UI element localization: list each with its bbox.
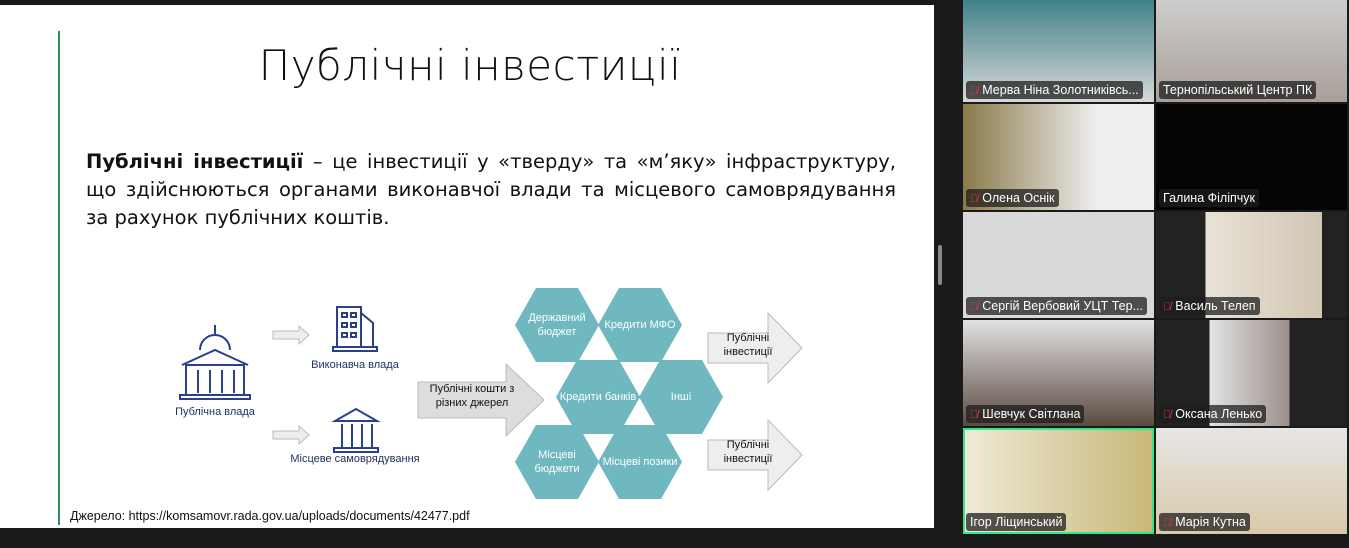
out-arrow-shape-2 xyxy=(707,418,803,492)
participant-name: 🎙̸Мерва Ніна Золотниківсь... xyxy=(966,81,1143,99)
muted-mic-icon: 🎙̸ xyxy=(970,193,979,205)
hex-bank-loans: Кредити банків xyxy=(556,360,640,434)
participant-name-text: Олена Оснік xyxy=(982,191,1055,205)
panel-resize-handle[interactable] xyxy=(938,245,942,285)
muted-mic-icon: 🎙̸ xyxy=(970,301,979,313)
label-local-gov: Місцеве самоврядування xyxy=(290,453,420,465)
participant-name: 🎙̸Марія Кутна xyxy=(1159,513,1250,531)
muted-mic-icon: 🎙̸ xyxy=(1163,409,1172,421)
participant-name-text: Василь Телеп xyxy=(1175,299,1256,313)
diagram-graphics xyxy=(179,306,803,492)
funds-arrow-shape xyxy=(417,362,545,438)
label-out-1: Публічні інвестиції xyxy=(723,332,773,358)
out-arrow-shape-1 xyxy=(707,311,803,385)
arrow-small-2 xyxy=(272,424,310,446)
participant-tile[interactable]: 🎙̸Василь Телеп xyxy=(1156,212,1347,318)
muted-mic-icon: 🎙̸ xyxy=(970,85,979,97)
definition-body: – це інвестиції у «тверду» та «м’яку» ін… xyxy=(86,150,897,229)
capitol-icon xyxy=(179,325,251,400)
participant-tile[interactable]: Ігор Ліщинський xyxy=(963,428,1154,534)
participant-tile[interactable]: 🎙̸Сергій Вербовий УЦТ Тер... xyxy=(963,212,1154,318)
hex-local-loans: Місцеві позики xyxy=(598,425,682,499)
participant-name: 🎙̸Шевчук Світлана xyxy=(966,405,1085,423)
participant-tile[interactable]: 🎙̸Мерва Ніна Золотниківсь... xyxy=(963,0,1154,102)
label-public-authority: Публічна влада xyxy=(175,406,255,418)
participant-name-text: Сергій Вербовий УЦТ Тер... xyxy=(982,299,1143,313)
participant-name: 🎙̸Олена Оснік xyxy=(966,189,1059,207)
participant-tile[interactable]: 🎙̸Шевчук Світлана xyxy=(963,320,1154,426)
label-out-2: Публічні інвестиції xyxy=(723,439,773,465)
muted-mic-icon: 🎙̸ xyxy=(970,409,979,421)
slide-title: Публічні інвестиції xyxy=(258,41,682,90)
definition-text: Публічні інвестиції – це інвестиції у «т… xyxy=(86,148,896,232)
participant-tile[interactable]: 🎙̸Оксана Ленько xyxy=(1156,320,1347,426)
hex-local-budgets: Місцеві бюджети xyxy=(515,425,599,499)
participant-name-text: Мерва Ніна Золотниківсь... xyxy=(982,83,1139,97)
hex-ifi-loans: Кредити МФО xyxy=(598,288,682,362)
columns-building-icon xyxy=(331,407,381,453)
label-executive: Виконавча влада xyxy=(311,359,399,371)
participant-name-text: Галина Філіпчук xyxy=(1163,191,1255,205)
accent-line xyxy=(58,31,60,525)
muted-mic-icon: 🎙̸ xyxy=(1163,517,1172,529)
participant-tile[interactable]: Галина Філіпчук xyxy=(1156,104,1347,210)
arrow-small-1 xyxy=(272,324,310,346)
participant-name: 🎙̸Сергій Вербовий УЦТ Тер... xyxy=(966,297,1147,315)
office-building-icon xyxy=(332,306,378,352)
participant-name-text: Марія Кутна xyxy=(1175,515,1246,529)
hex-state-budget: Державний бюджет xyxy=(515,288,599,362)
participant-name: 🎙̸Василь Телеп xyxy=(1159,297,1260,315)
shared-slide: Публічні інвестиції Публічні інвестиції … xyxy=(0,5,934,528)
participant-name-text: Шевчук Світлана xyxy=(982,407,1081,421)
participant-name-text: Тернопільський Центр ПК xyxy=(1163,83,1313,97)
participant-name: Галина Філіпчук xyxy=(1159,189,1259,207)
muted-mic-icon: 🎙̸ xyxy=(1163,301,1172,313)
participant-name: Тернопільський Центр ПК xyxy=(1159,81,1317,99)
participant-name: Ігор Ліщинський xyxy=(966,513,1067,531)
source-citation: Джерело: https://komsamovr.rada.gov.ua/u… xyxy=(70,509,470,523)
hex-other: Інші xyxy=(639,360,723,434)
participant-name-text: Ігор Ліщинський xyxy=(970,515,1063,529)
participant-name-text: Оксана Ленько xyxy=(1175,407,1263,421)
participant-tile[interactable]: 🎙̸Олена Оснік xyxy=(963,104,1154,210)
label-funds: Публічні кошти з різних джерел xyxy=(429,383,515,409)
definition-term: Публічні інвестиції xyxy=(86,150,304,173)
participant-tile[interactable]: Тернопільський Центр ПК xyxy=(1156,0,1347,102)
participant-name: 🎙̸Оксана Ленько xyxy=(1159,405,1267,423)
participant-tile[interactable]: 🎙̸Марія Кутна xyxy=(1156,428,1347,534)
